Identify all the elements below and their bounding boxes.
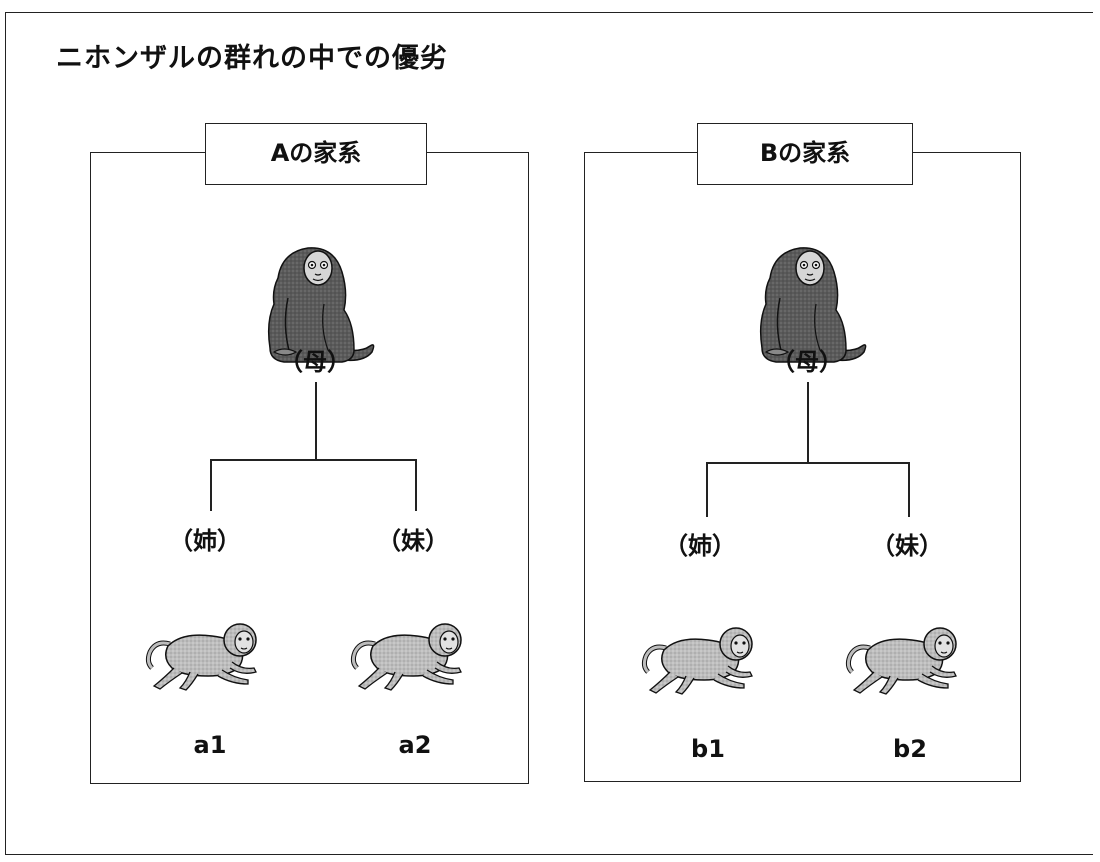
walking-monkey-icon	[345, 618, 475, 694]
tree-left-leg-line	[706, 462, 708, 517]
mother-label: （母）	[771, 348, 843, 376]
family-b-label: Bの家系	[697, 123, 913, 185]
tree-branch-line	[706, 462, 910, 464]
outer-frame	[5, 12, 1093, 855]
elder-sister-name: a1	[193, 731, 227, 759]
tree-trunk-line	[807, 382, 809, 464]
elder-sister-name: b1	[691, 735, 725, 763]
younger-sister-name: b2	[893, 735, 927, 763]
mother-label: （母）	[279, 348, 351, 376]
family-a-label: Aの家系	[205, 123, 427, 185]
walking-monkey-icon	[636, 622, 766, 698]
diagram-title: ニホンザルの群れの中での優劣	[56, 43, 448, 74]
elder-sister-label: （姉）	[664, 532, 736, 560]
walking-monkey-icon	[840, 622, 970, 698]
walking-monkey-icon	[140, 618, 270, 694]
tree-right-leg-line	[908, 462, 910, 517]
younger-sister-name: a2	[398, 731, 432, 759]
tree-branch-line	[210, 459, 417, 461]
tree-right-leg-line	[415, 459, 417, 511]
younger-sister-label: （妹）	[377, 527, 449, 555]
tree-trunk-line	[315, 382, 317, 460]
tree-left-leg-line	[210, 459, 212, 511]
younger-sister-label: （妹）	[871, 532, 943, 560]
elder-sister-label: （姉）	[169, 527, 241, 555]
